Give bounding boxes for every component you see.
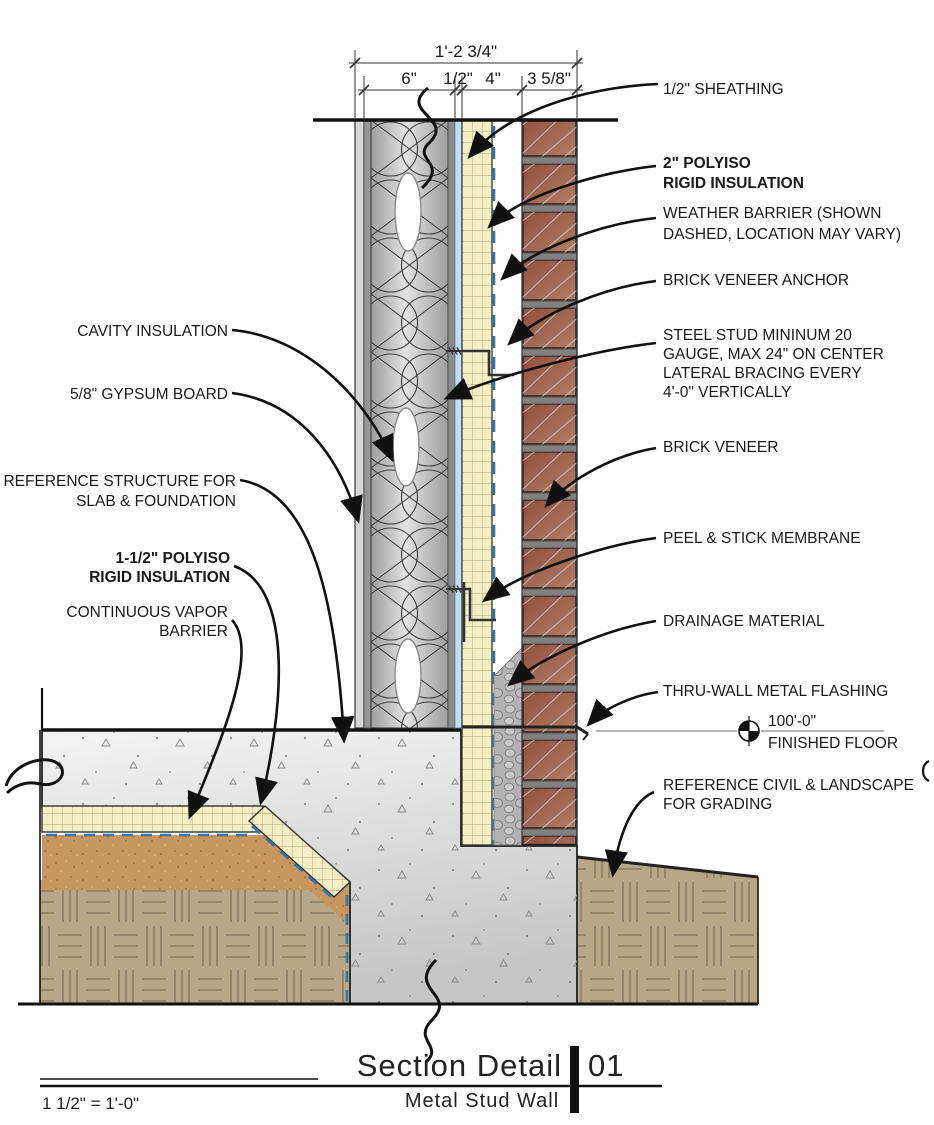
concrete-slab-foundation bbox=[41, 728, 578, 1005]
title-divider-bar bbox=[570, 1046, 579, 1113]
leader-peel-stick bbox=[481, 536, 657, 603]
callout-gypsum: 5/8" GYPSUM BOARD bbox=[70, 386, 228, 403]
dimension-lines bbox=[349, 50, 583, 118]
dim-brick: 3 5/8" bbox=[527, 69, 571, 88]
leader-polyiso2 bbox=[487, 164, 657, 229]
edge-tick-mark bbox=[921, 760, 930, 782]
under-slab-insulation bbox=[41, 805, 352, 898]
callout-structure-line1: REFERENCE STRUCTURE FOR bbox=[3, 473, 236, 490]
callout-polyiso15-line1: 1-1/2" POLYISO bbox=[116, 550, 230, 567]
sheathing-layer bbox=[447, 119, 463, 729]
break-squiggle-top bbox=[417, 86, 438, 190]
detail-number: 01 bbox=[588, 1048, 624, 1083]
title-block: Section Detail 01 Metal Stud Wall 1 1/2"… bbox=[40, 1046, 662, 1113]
dim-sheathing: 1/2" bbox=[443, 69, 473, 88]
callout-vapor-line2: BARRIER bbox=[159, 623, 228, 640]
leader-polyiso15 bbox=[233, 564, 281, 806]
brick-veneer-anchor bbox=[446, 347, 514, 377]
callout-vapor-line1: CONTINUOUS VAPOR bbox=[66, 604, 228, 621]
callout-steel-stud-line4: 4'-0" VERTICALLY bbox=[663, 384, 792, 401]
gypsum-board-layer bbox=[354, 119, 365, 729]
callouts-right: 1/2" SHEATHING 2" POLYISO RIGID INSULATI… bbox=[663, 81, 914, 813]
membrane-blue-strip bbox=[454, 119, 463, 729]
dim-overall: 1'-2 3/4" bbox=[435, 42, 497, 61]
soil-right-block bbox=[576, 855, 759, 1004]
level-marker: 100'-0" FINISHED FLOOR bbox=[596, 713, 898, 752]
break-squiggle-bottom bbox=[423, 958, 441, 1064]
callout-steel-stud-line3: LATERAL BRACING EVERY bbox=[663, 365, 862, 382]
callout-brick-anchor: BRICK VENEER ANCHOR bbox=[663, 272, 849, 289]
leader-cavity-insulation bbox=[231, 328, 394, 463]
callout-steel-stud-line2: GAUGE, MAX 24" ON CENTER bbox=[663, 346, 884, 363]
leader-flashing bbox=[586, 690, 659, 727]
callout-polyiso15-line2: RIGID INSULATION bbox=[89, 569, 230, 586]
sheet-subtitle: Metal Stud Wall bbox=[405, 1090, 559, 1112]
thru-wall-flashing bbox=[462, 725, 589, 741]
stud-knockout-slot bbox=[394, 638, 422, 714]
callouts-left: CAVITY INSULATION 5/8" GYPSUM BOARD REFE… bbox=[3, 323, 236, 640]
level-elevation: 100'-0" bbox=[768, 713, 816, 730]
drawing-scale: 1 1/2" = 1'-0" bbox=[42, 1094, 139, 1113]
callout-polyiso2-line2: RIGID INSULATION bbox=[663, 175, 804, 192]
callout-structure-line2: SLAB & FOUNDATION bbox=[76, 493, 236, 510]
callout-civil-line2: FOR GRADING bbox=[663, 796, 772, 813]
dim-stud: 6" bbox=[401, 69, 417, 88]
leader-brick-veneer bbox=[544, 446, 657, 508]
leader-ref-structure bbox=[239, 478, 355, 744]
callout-weather-line2: DASHED, LOCATION MAY VARY) bbox=[663, 226, 901, 243]
break-squiggle-left bbox=[4, 758, 64, 795]
callout-sheathing: 1/2" SHEATHING bbox=[663, 81, 784, 98]
brick-veneer-layer bbox=[521, 120, 578, 847]
sheet-title: Section Detail bbox=[357, 1048, 562, 1083]
leader-weather-barrier bbox=[500, 216, 657, 281]
leader-brick-anchor bbox=[507, 279, 657, 346]
callout-drainage: DRAINAGE MATERIAL bbox=[663, 613, 825, 630]
soil-left-block bbox=[40, 880, 349, 1004]
callout-flashing: THRU-WALL METAL FLASHING bbox=[663, 683, 888, 700]
leader-vapor-barrier bbox=[187, 619, 243, 820]
dim-insul-gap: 4" bbox=[485, 69, 501, 88]
leader-steel-stud bbox=[443, 341, 657, 400]
level-name: FINISHED FLOOR bbox=[768, 735, 898, 752]
brick-veneer-anchor bbox=[446, 585, 496, 622]
leader-drainage bbox=[507, 619, 657, 687]
callout-steel-stud-line1: STEEL STUD MININUM 20 bbox=[663, 327, 852, 344]
stud-knockout-slot bbox=[392, 407, 420, 487]
callout-civil-line1: REFERENCE CIVIL & LANDSCAPE bbox=[663, 777, 914, 794]
callout-peel-stick: PEEL & STICK MEMBRANE bbox=[663, 530, 861, 547]
leader-lines bbox=[187, 82, 659, 878]
leader-sheathing bbox=[467, 82, 659, 159]
dimension-ticks bbox=[349, 57, 583, 96]
vapor-barrier-dashed bbox=[46, 825, 349, 1002]
exterior-rigid-insulation-layer bbox=[461, 119, 493, 846]
stud-flange-layer bbox=[363, 119, 372, 729]
leader-ref-civil bbox=[604, 790, 655, 878]
leader-gypsum bbox=[231, 391, 363, 524]
callout-cavity-insulation: CAVITY INSULATION bbox=[77, 323, 228, 340]
stud-cavity-insulation-layer bbox=[370, 119, 449, 729]
stud-knockout-slot bbox=[394, 172, 422, 252]
callout-polyiso2-line1: 2" POLYISO bbox=[663, 155, 751, 172]
callout-weather-line1: WEATHER BARRIER (SHOWN bbox=[663, 205, 881, 222]
callout-brick-veneer: BRICK VENEER bbox=[663, 439, 778, 456]
